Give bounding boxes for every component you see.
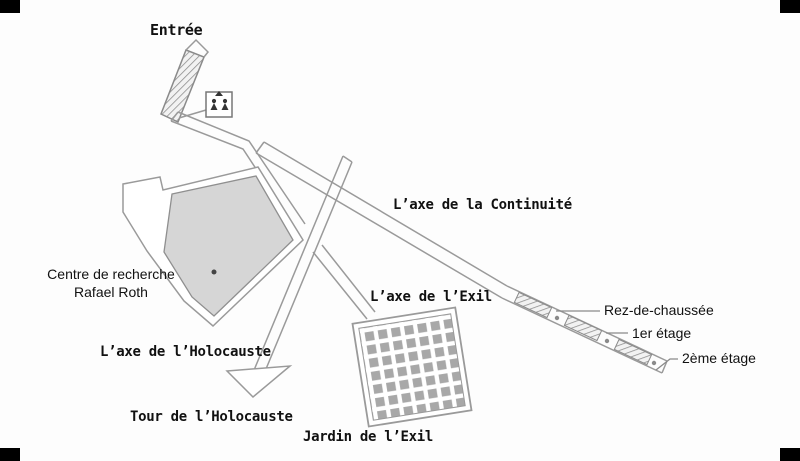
second-floor-label: 2ème étage: [682, 350, 756, 366]
entrance-outline: [185, 38, 210, 58]
exile-axis-label: L’axe de l’Exil: [370, 289, 492, 305]
stair-flight-ground: [513, 291, 553, 319]
exile-garden-label: Jardin de l’Exil: [303, 429, 434, 445]
elevator-icon: [210, 91, 229, 110]
exile-axis-corridor: [312, 244, 376, 320]
holocaust-axis-label: L’axe de l’Holocauste: [100, 344, 271, 360]
ground-floor-label: Rez-de-chaussée: [604, 302, 714, 318]
entrance-label: Entrée: [150, 21, 203, 39]
entrance-building: [160, 38, 233, 124]
corner-mark-top-left: [0, 0, 20, 13]
exile-garden-shape: [351, 306, 473, 428]
corner-mark-top-right: [780, 0, 800, 13]
holocaust-tower-label: Tour de l’Holocauste: [130, 409, 293, 425]
research-center-label-line2: Rafael Roth: [74, 283, 148, 300]
entrance-connector: [178, 109, 207, 119]
stair-flight-first: [563, 314, 603, 342]
holocaust-axis-corridor: [251, 155, 353, 382]
entrance-stairs: [160, 49, 205, 124]
holocaust-tower-shape: [225, 365, 293, 399]
research-center-label: Centre de recherche Rafael Roth: [28, 266, 194, 301]
research-center-dot: [211, 269, 217, 275]
floor-leader-lines: [556, 310, 678, 371]
landing-dot-second: [651, 360, 657, 366]
garden-pillar-grid: [358, 313, 466, 421]
research-center-hall: [163, 175, 294, 317]
research-center-shape: [122, 166, 304, 328]
stair-flight-second: [613, 338, 653, 366]
continuity-axis-label: L’axe de la Continuité: [393, 197, 572, 213]
continuity-axis-corridor: [255, 141, 668, 374]
research-center-label-line1: Centre de recherche: [47, 266, 175, 282]
leader-second-floor: [655, 358, 678, 371]
corner-mark-bottom-right: [780, 448, 800, 461]
first-floor-label: 1er étage: [632, 325, 692, 341]
corner-mark-bottom-left: [0, 448, 20, 461]
landing-dot-ground: [554, 315, 560, 321]
landing-dot-first: [604, 338, 610, 344]
